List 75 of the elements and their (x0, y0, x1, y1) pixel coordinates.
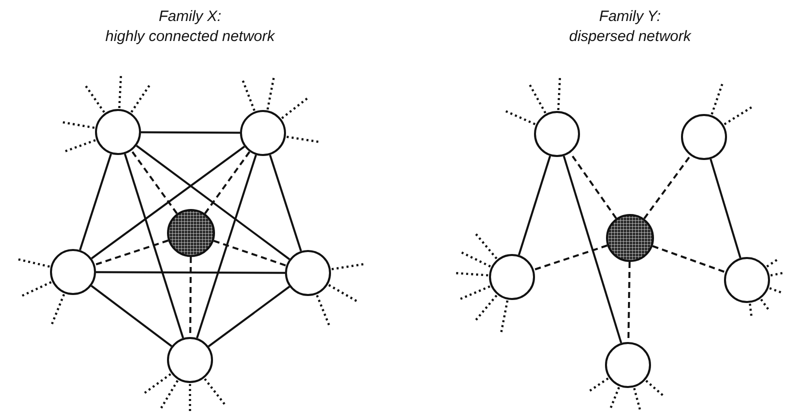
outward-tie-line (505, 110, 536, 126)
outward-tie-line (610, 386, 620, 408)
outward-tie-line (769, 287, 784, 294)
outward-tie-line (85, 85, 106, 113)
network-title: dispersed network (569, 28, 691, 45)
tie-line (124, 154, 184, 338)
network-circle (167, 337, 213, 383)
dashed-tie-line (213, 240, 287, 267)
outward-tie-line (65, 139, 96, 152)
network-circle (240, 110, 286, 156)
network-circle (534, 111, 580, 157)
outward-tie-line (589, 377, 609, 392)
hatched-circle (167, 209, 215, 257)
outward-tie-line (475, 294, 498, 321)
outward-tie-line (460, 285, 490, 300)
outward-tie-line (316, 294, 330, 326)
outward-tie-line (160, 380, 179, 409)
outward-tie-line (281, 98, 308, 120)
outward-tie-line (18, 258, 50, 268)
dashed-tie-line (94, 240, 169, 266)
dashed-tie-line (533, 244, 608, 271)
dashed-tie-line (204, 151, 250, 214)
network-circle (489, 254, 535, 300)
outward-tie-line (724, 106, 752, 126)
outward-tie-line (242, 80, 256, 111)
network-circle (285, 250, 331, 296)
outward-tie-line (500, 300, 508, 332)
network-title: Family Y: (599, 8, 661, 25)
tie-line (136, 144, 290, 260)
outward-tie-line (328, 284, 358, 302)
dashed-tie-line (130, 150, 178, 214)
outward-tie-line (461, 252, 491, 268)
outward-tie-line (22, 281, 52, 297)
network-circle (50, 249, 96, 295)
tie-line (710, 158, 742, 258)
network-circle (724, 257, 770, 303)
tie-line (79, 154, 112, 250)
outward-tie-line (144, 373, 172, 394)
outward-tie-line (204, 378, 226, 405)
outward-tie-line (770, 272, 785, 276)
outward-tie-line (748, 304, 753, 318)
outward-tie-line (130, 84, 150, 113)
outward-tie-line (118, 76, 122, 108)
outward-tie-line (760, 298, 770, 312)
tie-line (196, 154, 257, 338)
outward-tie-line (557, 78, 561, 110)
tie-line (208, 286, 290, 348)
outward-tie-line (645, 380, 664, 396)
network-title: Family X: (158, 8, 222, 25)
outward-tie-line (710, 84, 724, 115)
tie-line (90, 285, 172, 347)
tie-line (518, 156, 552, 256)
tie-line (91, 146, 245, 260)
network-circle (95, 109, 141, 155)
hatched-circle (606, 214, 654, 262)
outward-tie-line (633, 388, 641, 410)
outward-tie-line (266, 78, 275, 110)
network-circle (605, 342, 651, 388)
outward-tie-line (766, 258, 780, 268)
outward-tie-line (286, 136, 318, 143)
outward-tie-line (50, 294, 66, 324)
network-circle (681, 114, 727, 160)
outward-tie-line (332, 263, 364, 270)
tie-line (269, 154, 302, 252)
outward-tie-line (528, 84, 546, 114)
tie-line (141, 131, 240, 134)
tie-line (96, 271, 285, 274)
outward-tie-line (188, 384, 192, 413)
dashed-tie-line (643, 155, 692, 220)
tie-line (562, 156, 622, 344)
network-title: highly connected network (105, 28, 275, 45)
outward-tie-line (475, 233, 498, 260)
dashed-tie-line (652, 245, 726, 274)
outward-tie-line (62, 121, 95, 129)
outward-tie-line (456, 272, 488, 276)
